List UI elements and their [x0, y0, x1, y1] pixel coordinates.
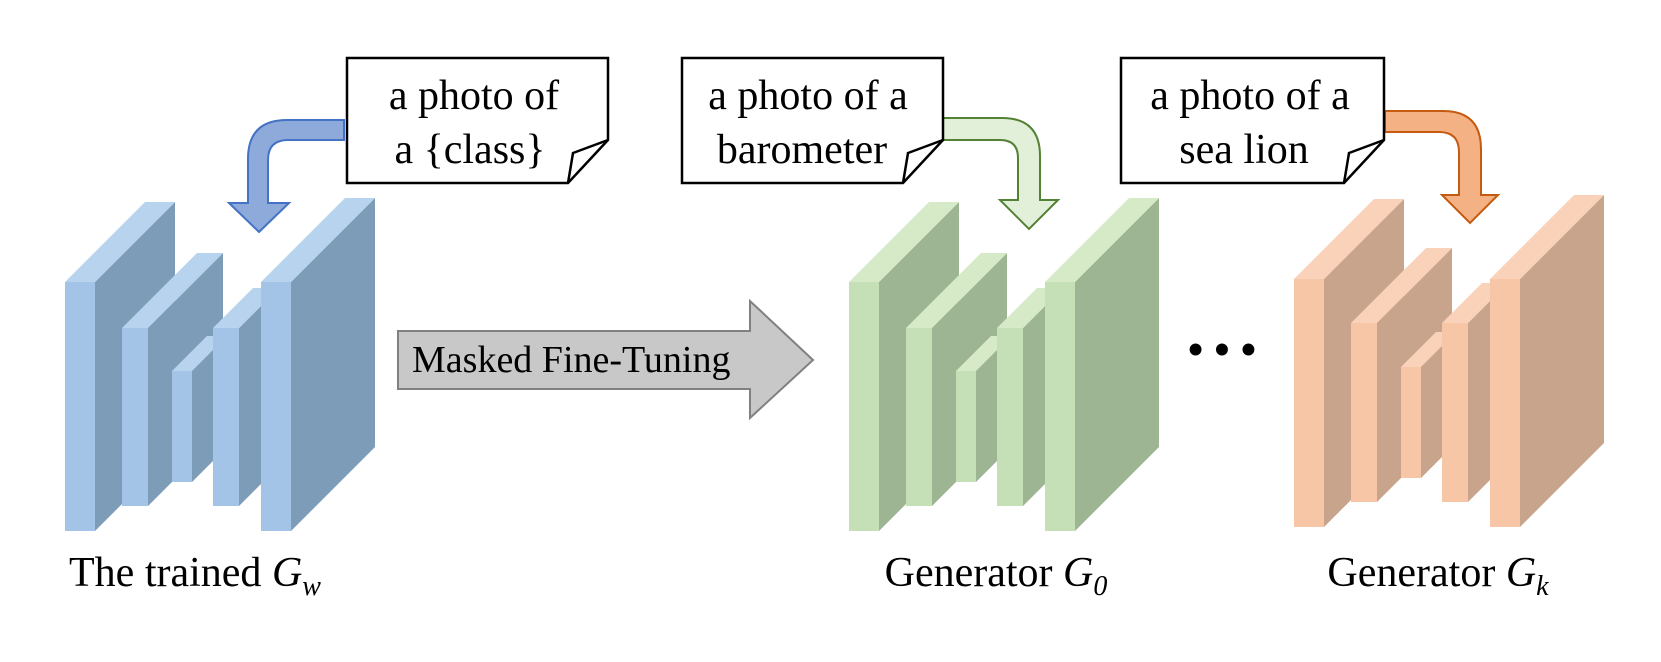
layer-front-face [261, 282, 291, 531]
layer-front-face [1442, 323, 1468, 502]
network-layer [1490, 195, 1604, 527]
layer-front-face [1294, 279, 1324, 527]
generator-0-label: Generator G0 [885, 550, 1108, 602]
generator-k-network [1294, 195, 1604, 527]
prompt-3-line-1: a photo of a [1150, 73, 1350, 119]
trained-label-symbol: G [272, 550, 302, 596]
prompt-arrow-2-icon [941, 117, 1061, 231]
layer-front-face [1351, 323, 1377, 502]
ellipsis: • • • [1188, 325, 1256, 374]
generator-k-label: Generator Gk [1327, 550, 1549, 602]
layer-top-face [1294, 199, 1404, 279]
layer-top-face [65, 202, 175, 282]
layer-front-face [906, 328, 932, 506]
layer-front-face [122, 328, 148, 506]
prompt-arrow-3-icon [1384, 110, 1501, 225]
layer-front-face [213, 328, 239, 506]
prompt-3-line-2: sea lion [1179, 127, 1308, 173]
layer-side-face [1520, 195, 1604, 527]
prompt-note-3: a photo of a sea lion [1119, 56, 1386, 185]
trained-label-text: The trained [69, 550, 272, 596]
prompt-2-line-2: barometer [717, 127, 887, 173]
network-layer [261, 198, 375, 531]
layer-side-face [1075, 198, 1159, 531]
layer-top-face [1490, 195, 1604, 279]
layer-front-face [65, 282, 95, 531]
generator-0-network [849, 198, 1159, 531]
prompt-1-line-2: a {class} [394, 127, 545, 173]
trained-generator-network [65, 198, 375, 531]
layer-front-face [997, 328, 1023, 506]
right-arrow-icon [397, 298, 815, 421]
layer-front-face [956, 371, 976, 482]
gen0-label-subscript: 0 [1093, 571, 1107, 602]
layer-top-face [849, 202, 959, 282]
prompt-2-line-1: a photo of a [708, 73, 908, 119]
prompt-note-1: a photo of a {class} [345, 56, 610, 185]
layer-top-face [261, 198, 375, 282]
genk-label-text: Generator [1327, 550, 1505, 596]
network-layer [1045, 198, 1159, 531]
layer-top-face [1045, 198, 1159, 282]
gen0-label-text: Generator [885, 550, 1063, 596]
gen0-label-symbol: G [1063, 550, 1093, 596]
prompt-note-2: a photo of a barometer [680, 56, 945, 185]
layer-front-face [172, 371, 192, 482]
layer-side-face [291, 198, 375, 531]
process-arrow-label: Masked Fine-Tuning [412, 339, 730, 381]
genk-label-subscript: k [1536, 571, 1549, 602]
masked-fine-tuning-arrow: Masked Fine-Tuning [397, 298, 815, 421]
trained-generator-label: The trained Gw [69, 550, 321, 602]
trained-label-subscript: w [302, 571, 321, 602]
genk-label-symbol: G [1506, 550, 1536, 596]
layer-top-face [122, 253, 223, 328]
prompt-1-line-1: a photo of [389, 73, 559, 119]
layer-front-face [1401, 367, 1421, 478]
layer-front-face [1490, 279, 1520, 527]
layer-top-face [1351, 248, 1452, 323]
layer-front-face [849, 282, 879, 531]
prompt-arrow-1-icon [226, 119, 345, 234]
layer-front-face [1045, 282, 1075, 531]
layer-top-face [906, 253, 1007, 328]
